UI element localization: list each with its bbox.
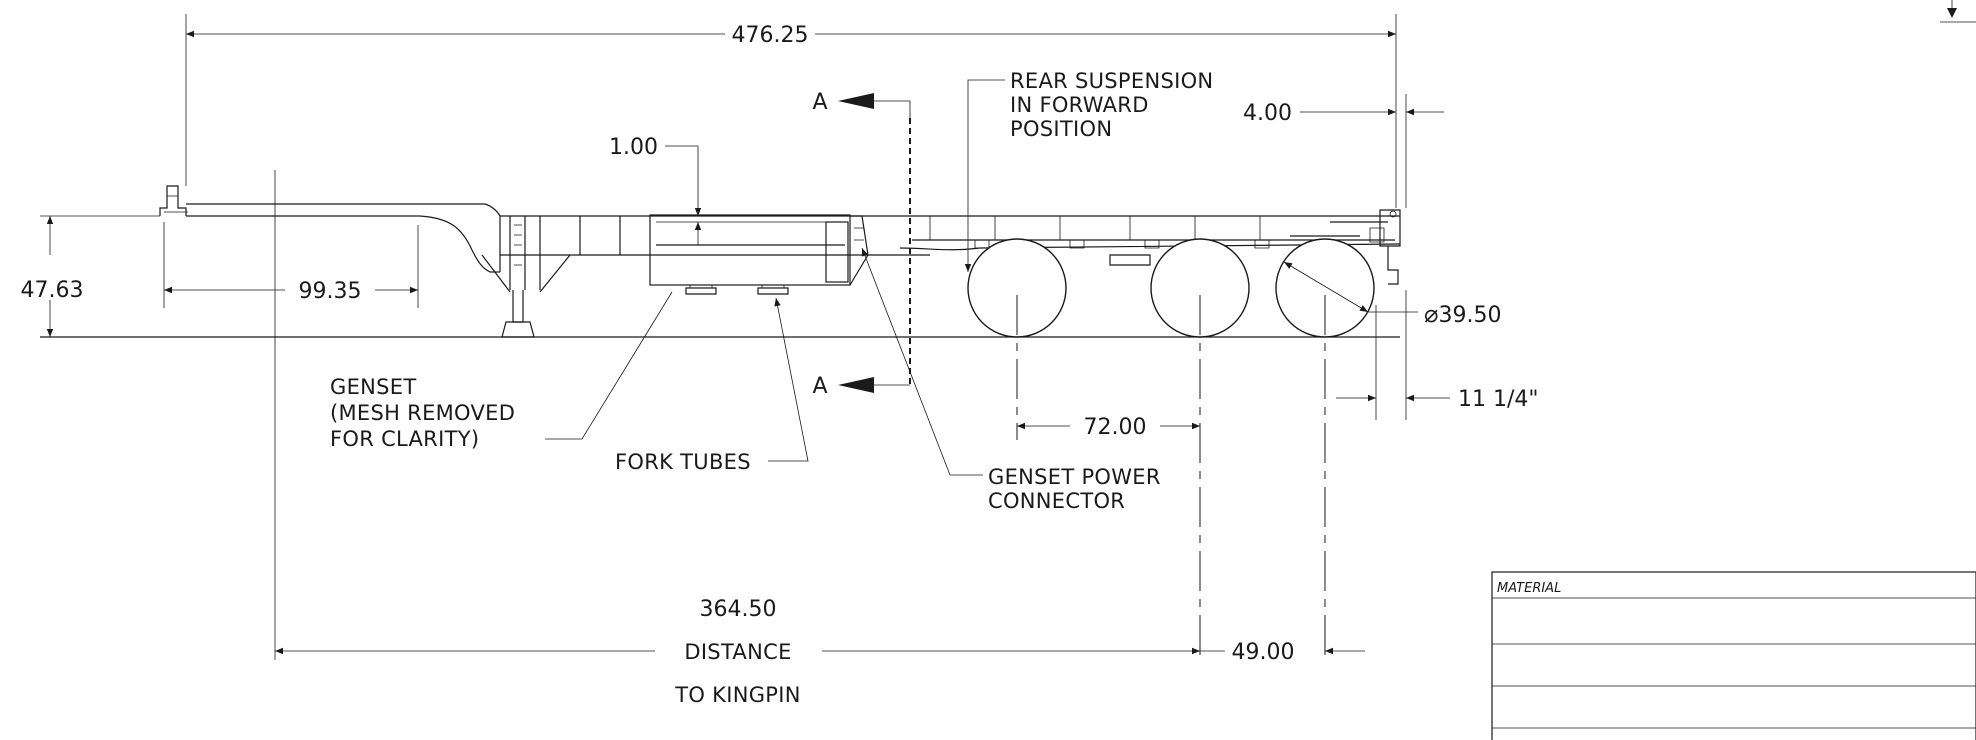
dim-top-offset: 1.00 bbox=[609, 135, 658, 160]
dim-rear-gap: 11 1/4" bbox=[1458, 387, 1539, 412]
note-genset-2: (MESH REMOVED bbox=[330, 401, 515, 425]
dim-kingpin-label-2: TO KINGPIN bbox=[674, 683, 801, 707]
wheels bbox=[967, 238, 1375, 338]
title-block-material: MATERIAL bbox=[1497, 581, 1561, 596]
section-marker-bottom: A bbox=[812, 374, 827, 399]
dim-axle-to-rear: 49.00 bbox=[1232, 640, 1295, 665]
wheel-1 bbox=[967, 238, 1067, 338]
note-genset-power-2: CONNECTOR bbox=[988, 489, 1125, 513]
dim-kingpin-distance: 364.50 bbox=[700, 597, 777, 622]
dim-axle-spread: 72.00 bbox=[1084, 415, 1147, 440]
dim-tire-diameter: ⌀39.50 bbox=[1424, 300, 1501, 328]
dim-overall-length: 476.25 bbox=[732, 23, 809, 48]
note-genset-1: GENSET bbox=[330, 375, 416, 399]
dim-kingpin-label-1: DISTANCE bbox=[684, 640, 791, 664]
dim-deck-height: 47.63 bbox=[21, 278, 84, 303]
dim-rear-overhang: 4.00 bbox=[1243, 101, 1292, 126]
note-genset-3: FOR CLARITY) bbox=[330, 427, 479, 451]
note-rear-suspension-3: POSITION bbox=[1010, 117, 1112, 141]
note-genset-power-1: GENSET POWER bbox=[988, 465, 1161, 489]
title-block: MATERIAL bbox=[1491, 571, 1976, 740]
note-rear-suspension-2: IN FORWARD bbox=[1010, 93, 1149, 117]
dim-gooseneck-length: 99.35 bbox=[299, 279, 362, 304]
note-fork-tubes: FORK TUBES bbox=[615, 450, 751, 474]
wheel-2 bbox=[1150, 238, 1250, 338]
note-rear-suspension-1: REAR SUSPENSION bbox=[1010, 69, 1213, 93]
section-marker-top: A bbox=[812, 90, 827, 115]
